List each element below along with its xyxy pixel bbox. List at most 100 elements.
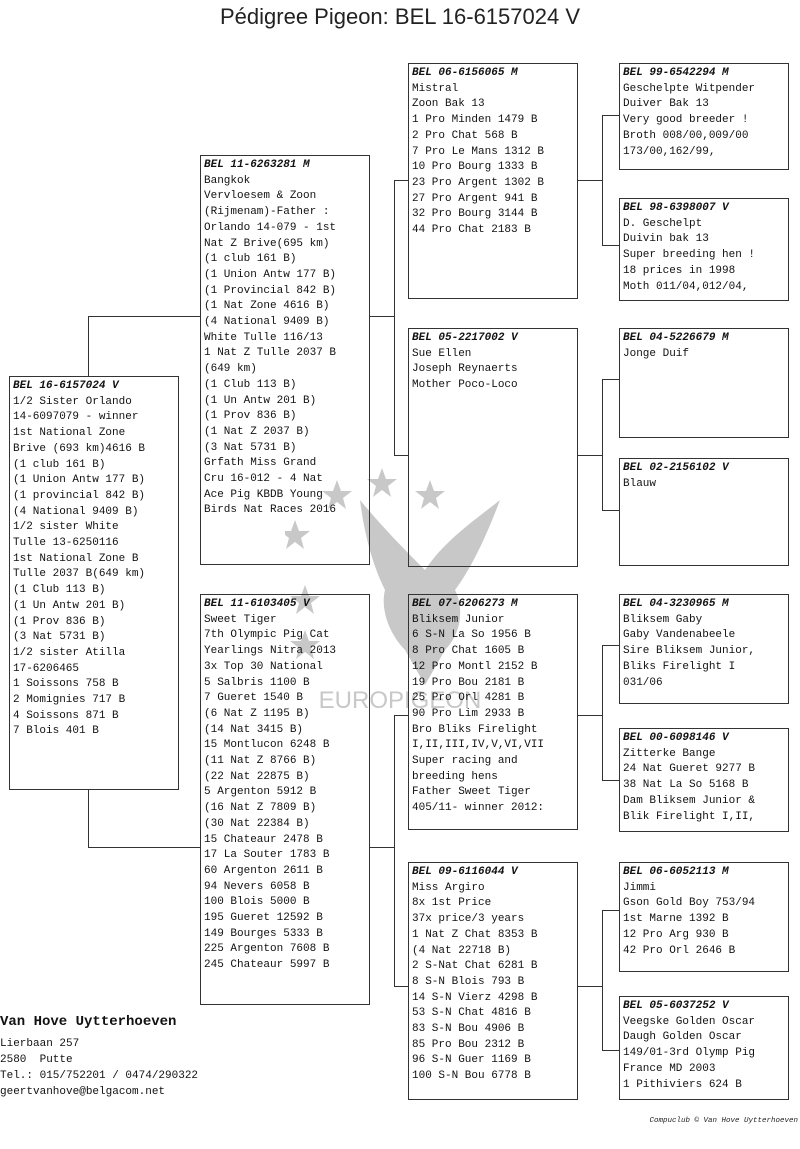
pedigree-line: Blauw [623, 477, 657, 490]
pedigree-line: (30 Nat 22384 B) [204, 817, 310, 830]
pedigree-line: Super racing and [412, 755, 518, 768]
pedigree-line: (1 Prov 836 B) [204, 410, 297, 423]
watermark-text: EUROPIGEON [319, 687, 482, 714]
connector [394, 715, 408, 716]
pedigree-line: 1/2 sister White [13, 521, 119, 534]
pedigree-line: 1st National Zone [13, 427, 126, 440]
pedigree-line: Jonge Duif [623, 347, 690, 360]
pedigree-line: Sire Bliksem Junior, [623, 645, 756, 658]
pedigree-line: 149 Bourges 5333 B [204, 927, 323, 940]
star-icon [367, 468, 397, 497]
pedigree-line: 5 Salbris 1100 B [204, 676, 310, 689]
pedigree-line: (649 km) [204, 363, 257, 376]
pedigree-line: (22 Nat 22875 B) [204, 770, 310, 783]
breeder-email[interactable]: geertvanhove@belgacom.net [0, 1086, 166, 1098]
pedigree-line: 173/00,162/99, [623, 145, 716, 158]
pedigree-line: 2 Momignies 717 B [13, 694, 126, 707]
pedigree-line: 1 Pro Minden 1479 B [412, 114, 538, 127]
breeder-address: Lierbaan 257 [0, 1038, 80, 1050]
pedigree-line: 83 S-N Bou 4906 B [412, 1023, 525, 1036]
pedigree-line: 2 Pro Chat 568 B [412, 129, 518, 142]
star-icon [415, 480, 445, 509]
pedigree-line: 44 Pro Chat 2183 B [412, 224, 531, 237]
pedigree-line: 7th Olympic Pig Cat [204, 629, 330, 642]
pedigree-line: (1 Nat Z 2037 B) [204, 425, 310, 438]
pedigree-line: 3x Top 30 National [204, 660, 323, 673]
ring-number: BEL 11-6103405 V [204, 598, 310, 610]
pedigree-line: 6 S-N La So 1956 B [412, 629, 531, 642]
ring-number: BEL 00-6098146 V [623, 732, 729, 744]
connector [602, 910, 619, 911]
pedigree-line: (4 National 9409 B) [13, 505, 139, 518]
pedigree-line: Blik Firelight I,II, [623, 810, 756, 823]
ring-number: BEL 06-6156065 M [412, 67, 518, 79]
pedigree-line: (16 Nat Z 7809 B) [204, 802, 317, 815]
connector [602, 645, 619, 646]
pedigree-line: (14 Nat 3415 B) [204, 723, 304, 736]
pedigree-line: (1 Union Antw 177 B) [13, 474, 146, 487]
pedigree-line: Bliksem Junior [412, 613, 505, 626]
ring-number: BEL 05-6037252 V [623, 1000, 729, 1012]
pedigree-line: 15 Montlucon 6248 B [204, 739, 330, 752]
star-icon [285, 520, 310, 549]
pedigree-line: Brive (693 km)4616 B [13, 442, 146, 455]
connector [394, 455, 408, 456]
pedigree-line: 17-6206465 [13, 662, 80, 675]
pedigree-line: Sweet Tiger [204, 613, 277, 626]
connector [578, 986, 602, 987]
connector [602, 780, 619, 781]
pedigree-line: 8 S-N Blois 793 B [412, 975, 525, 988]
pedigree-line: D. Geschelpt [623, 217, 703, 230]
pedigree-line: (6 Nat Z 1195 B) [204, 707, 310, 720]
pedigree-line: France MD 2003 [623, 1062, 716, 1075]
ring-number: BEL 02-2156102 V [623, 462, 729, 474]
breeder-name: Van Hove Uytterhoeven [0, 1014, 177, 1030]
pedigree-line: Cru 16-012 - 4 Nat [204, 473, 323, 486]
pedigree-line: 17 La Souter 1783 B [204, 849, 330, 862]
pedigree-line: 100 S-N Bou 6778 B [412, 1070, 531, 1083]
pedigree-line: 225 Argenton 7608 B [204, 943, 330, 956]
pedigree-line: (4 Nat 22718 B) [412, 944, 512, 957]
pedigree-line: 25 Pro Orl 4281 B [412, 692, 525, 705]
pedigree-line: Tulle 2037 B(649 km) [13, 568, 146, 581]
ring-number: BEL 05-2217002 V [412, 332, 518, 344]
pedigree-line: 1 Nat Z Chat 8353 B [412, 928, 538, 941]
pedigree-line: 1st Marne 1392 B [623, 913, 729, 926]
pedigree-line: Jimmi [623, 881, 657, 894]
connector [578, 715, 602, 716]
pedigree-line: Bangkok [204, 174, 251, 187]
pedigree-line: 7 Gueret 1540 B [204, 692, 304, 705]
pedigree-line: 8x 1st Price [412, 897, 492, 910]
pedigree-line: Vervloesem & Zoon [204, 190, 317, 203]
pedigree-line: Nat Z Brive(695 km) [204, 237, 330, 250]
pedigree-line: Veegske Golden Oscar [623, 1015, 756, 1028]
europigeon-watermark: EUROPIGEON [285, 468, 500, 714]
pedigree-line: 53 S-N Chat 4816 B [412, 1007, 531, 1020]
connector [88, 847, 200, 848]
pedigree-line: 149/01-3rd Olymp Pig [623, 1047, 756, 1060]
pedigree-line: 1 Pithiviers 624 B [623, 1078, 742, 1091]
pedigree-line: 2 S-Nat Chat 6281 B [412, 960, 538, 973]
pedigree-line: Birds Nat Races 2016 [204, 504, 337, 517]
pedigree-line: 23 Pro Argent 1302 B [412, 176, 545, 189]
pedigree-line: 4 Soissons 871 B [13, 709, 119, 722]
pedigree-line: 7 Blois 401 B [13, 725, 99, 738]
pedigree-line: 10 Pro Bourg 1333 B [412, 161, 538, 174]
pedigree-line: 37x price/3 years [412, 913, 525, 926]
pedigree-line: Geschelpte Witpender [623, 82, 756, 95]
connector [602, 115, 619, 116]
pedigree-line: Broth 008/00,009/00 [623, 129, 749, 142]
pedigree-line: Bro Bliks Firelight [412, 723, 538, 736]
connector [88, 790, 89, 847]
pedigree-line: 1/2 sister Atilla [13, 646, 126, 659]
pedigree-line: 27 Pro Argent 941 B [412, 192, 538, 205]
ring-number: BEL 06-6052113 M [623, 866, 729, 878]
connector [370, 847, 394, 848]
